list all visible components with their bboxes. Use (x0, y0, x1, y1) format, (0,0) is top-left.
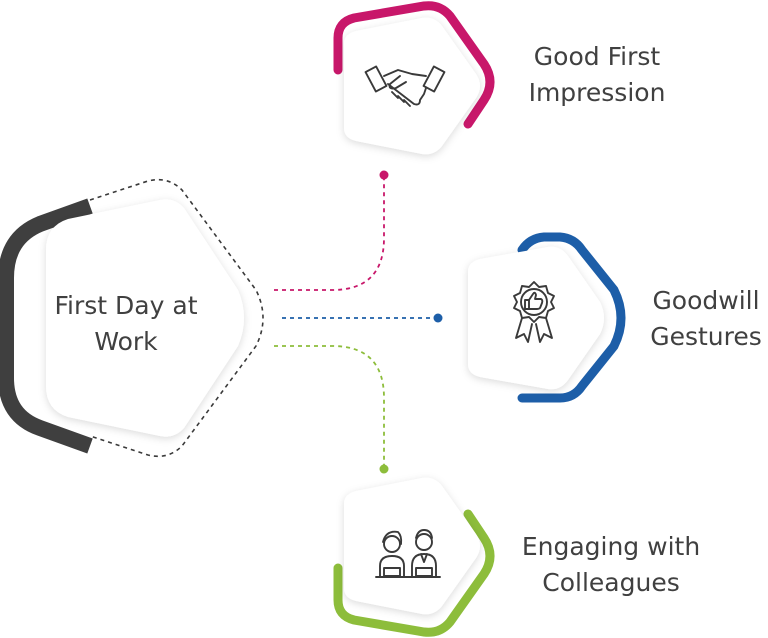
colleagues-icon (375, 529, 441, 578)
label-goodwill-gestures-line1: Goodwill (652, 286, 759, 315)
label-goodwill-gestures-line2: Gestures (650, 322, 762, 351)
label-engaging-with-colleagues-line2: Colleagues (542, 568, 679, 597)
central-label-line2: Work (94, 327, 158, 356)
central-pentagon (46, 199, 244, 437)
accent-arc-goodwill-gestures (517, 232, 626, 403)
node-good-first-impression: Good First Impression (333, 1, 666, 155)
central-label-line1: First Day at (55, 291, 198, 320)
award-thumbs-up-icon (513, 281, 555, 343)
pentagon-engaging-with-colleagues (344, 477, 480, 615)
central-node: First Day at Work (0, 178, 264, 458)
pentagon-goodwill-gestures (468, 246, 604, 390)
connector-good-first-impression (274, 176, 385, 291)
accent-arc-good-first-impression (333, 1, 495, 129)
pentagon-good-first-impression (344, 17, 480, 155)
node-goodwill-gestures: Goodwill Gestures (468, 232, 762, 403)
connector-engaging-with-colleagues (274, 345, 385, 468)
handshake-icon (364, 65, 446, 107)
label-good-first-impression-line1: Good First (534, 42, 661, 71)
central-dashed-outline (89, 178, 264, 458)
connector-dot-engaging-with-colleagues (379, 464, 389, 474)
connector-dot-good-first-impression (379, 170, 389, 180)
central-accent-arc (0, 198, 93, 454)
connectors (274, 170, 443, 474)
accent-arc-engaging-with-colleagues (333, 509, 495, 637)
label-engaging-with-colleagues-line1: Engaging with (522, 532, 700, 561)
label-good-first-impression-line2: Impression (529, 78, 666, 107)
connector-dot-goodwill-gestures (433, 313, 443, 323)
node-engaging-with-colleagues: Engaging with Colleagues (333, 477, 700, 637)
